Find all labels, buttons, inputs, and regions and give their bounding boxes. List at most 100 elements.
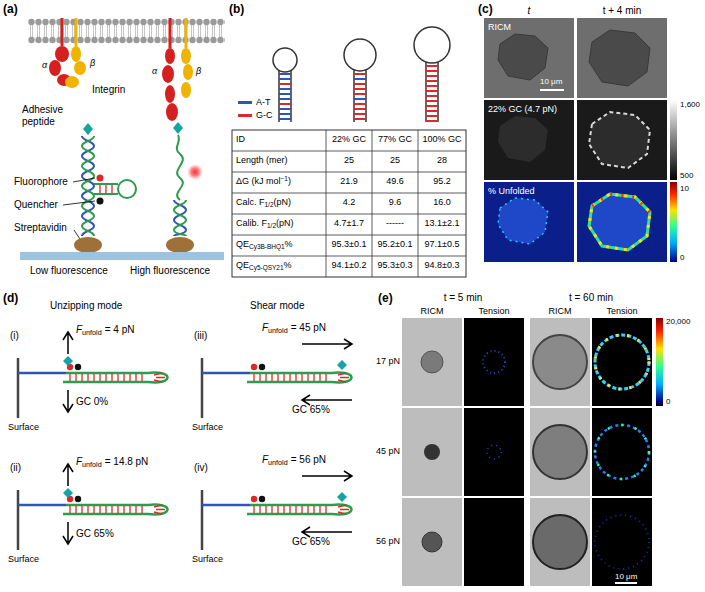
label-text: Surface xyxy=(8,554,39,564)
label-text: 500 xyxy=(680,171,693,180)
text-label: 95.2 xyxy=(433,176,451,186)
legend-text: G-C xyxy=(256,110,273,120)
label-text: 95.3±0.1 xyxy=(332,239,367,249)
label-text: = 45 pN xyxy=(291,322,326,333)
label-text: 100% GC xyxy=(422,134,461,144)
text-label: (ii) xyxy=(10,462,21,474)
label-text: Surface xyxy=(192,422,223,432)
label-text: (iv) xyxy=(194,462,208,473)
text-label: Funfold= 45 pN xyxy=(262,322,326,334)
label-text: 94.1±0.2 xyxy=(332,260,367,270)
text-label: Funfold= 56 pN xyxy=(262,454,326,466)
text-label: t = 60 min xyxy=(569,292,613,304)
text-label: QECy3B-BHQ1% xyxy=(236,239,293,249)
legend-swatch xyxy=(238,114,252,117)
label-text: 13.1±2.1 xyxy=(425,218,460,228)
text-label: Tension xyxy=(606,306,637,316)
label-text: % xyxy=(284,260,292,270)
text-label: RICM xyxy=(421,306,444,316)
label-text: RICM xyxy=(488,22,511,32)
label-text: % xyxy=(285,239,293,249)
legend: A-T G-C xyxy=(238,96,273,122)
label-text: 1/2 xyxy=(267,222,276,229)
text-label: 13.1±2.1 xyxy=(425,218,460,228)
label-text: 45 pN xyxy=(376,446,400,456)
text-label: 22% GC (4.7 pN) xyxy=(488,104,557,114)
label-text: (iii) xyxy=(194,330,207,341)
label-text: Streptavidin xyxy=(14,222,67,233)
label-text: 10 μm xyxy=(615,572,637,581)
label-text: 25 xyxy=(344,155,354,165)
label-text: Length (mer) xyxy=(236,155,288,165)
label-text: 21.9 xyxy=(340,176,358,186)
text-label: 4.2 xyxy=(343,197,356,207)
label-text: β xyxy=(90,58,95,68)
label-text: 1,600 xyxy=(680,100,700,109)
label-text: (i) xyxy=(10,330,19,341)
label-text: 56 pN xyxy=(376,536,400,546)
label-text: 95.2±0.1 xyxy=(378,239,413,249)
label-text: F xyxy=(262,454,268,465)
label-text: t = 5 min xyxy=(444,292,483,303)
legend-text: A-T xyxy=(256,97,271,107)
text-label: t + 4 min xyxy=(603,5,642,17)
label-text: % Unfolded xyxy=(488,186,535,196)
label-text: Tension xyxy=(478,306,509,316)
label-text: ------ xyxy=(386,218,404,228)
text-label: QECy5-QSY21% xyxy=(236,260,292,270)
text-label: Adhesive peptide xyxy=(22,104,80,127)
text-label: Funfold= 4 pN xyxy=(76,324,134,336)
text-label: 25 xyxy=(344,155,354,165)
label-text: (e) xyxy=(378,291,393,305)
text-label: 10 μm xyxy=(615,572,637,581)
label-text: unfold xyxy=(82,460,102,469)
text-label: (iii) xyxy=(194,330,207,342)
label-text: Calib. F xyxy=(236,218,267,228)
label-text: 49.6 xyxy=(386,176,404,186)
text-label: % Unfolded xyxy=(488,186,535,196)
text-label: α xyxy=(152,66,157,76)
text-label: 22% GC xyxy=(332,134,366,144)
text-label: Surface xyxy=(192,554,223,564)
text-label: ID xyxy=(236,134,245,144)
label-text: = 56 pN xyxy=(291,454,326,465)
label-text: 28 xyxy=(437,155,447,165)
label-text: α xyxy=(42,60,47,70)
label-text: 10 xyxy=(680,184,689,193)
text-label: Streptavidin xyxy=(14,222,67,234)
label-text: F xyxy=(76,456,82,467)
text-label: 45 pN xyxy=(376,446,400,456)
text-label: Tension xyxy=(478,306,509,316)
label-text: 77% GC xyxy=(378,134,412,144)
label-text: 4.7±1.7 xyxy=(334,218,364,228)
text-label: Surface xyxy=(8,422,39,432)
text-label: GC 65% xyxy=(292,404,330,416)
label-text: 1/2 xyxy=(265,201,274,208)
text-label: 56 pN xyxy=(376,536,400,546)
label-text: Surface xyxy=(192,554,223,564)
label-text: Surface xyxy=(8,422,39,432)
label-text: ) xyxy=(288,176,291,186)
label-text: ID xyxy=(236,134,245,144)
label-text: Calc. F xyxy=(236,197,265,207)
label-text: 20,000 xyxy=(666,317,690,326)
label-text: 10 μm xyxy=(540,77,562,86)
label-text: t = 60 min xyxy=(569,292,613,303)
label-text: Fluorophore xyxy=(14,176,68,187)
legend-row: G-C xyxy=(238,109,273,122)
label-text: Shear mode xyxy=(250,300,304,311)
label-text: 4.2 xyxy=(343,197,356,207)
label-text: 16.0 xyxy=(433,197,451,207)
text-label: 4.7±1.7 xyxy=(334,218,364,228)
label-text: = 14.8 pN xyxy=(105,456,149,467)
text-label: 0 xyxy=(666,397,670,406)
text-label: t = 5 min xyxy=(444,292,483,304)
label-text: (b) xyxy=(229,2,244,16)
text-label: β xyxy=(196,66,201,76)
label-text: 17 pN xyxy=(376,356,400,366)
label-text: 97.1±0.5 xyxy=(425,239,460,249)
text-label: 500 xyxy=(680,171,693,180)
label-text: High fluorescence xyxy=(130,265,210,276)
label-text: ΔG (kJ mol xyxy=(236,176,281,186)
text-label: (a) xyxy=(3,3,18,17)
